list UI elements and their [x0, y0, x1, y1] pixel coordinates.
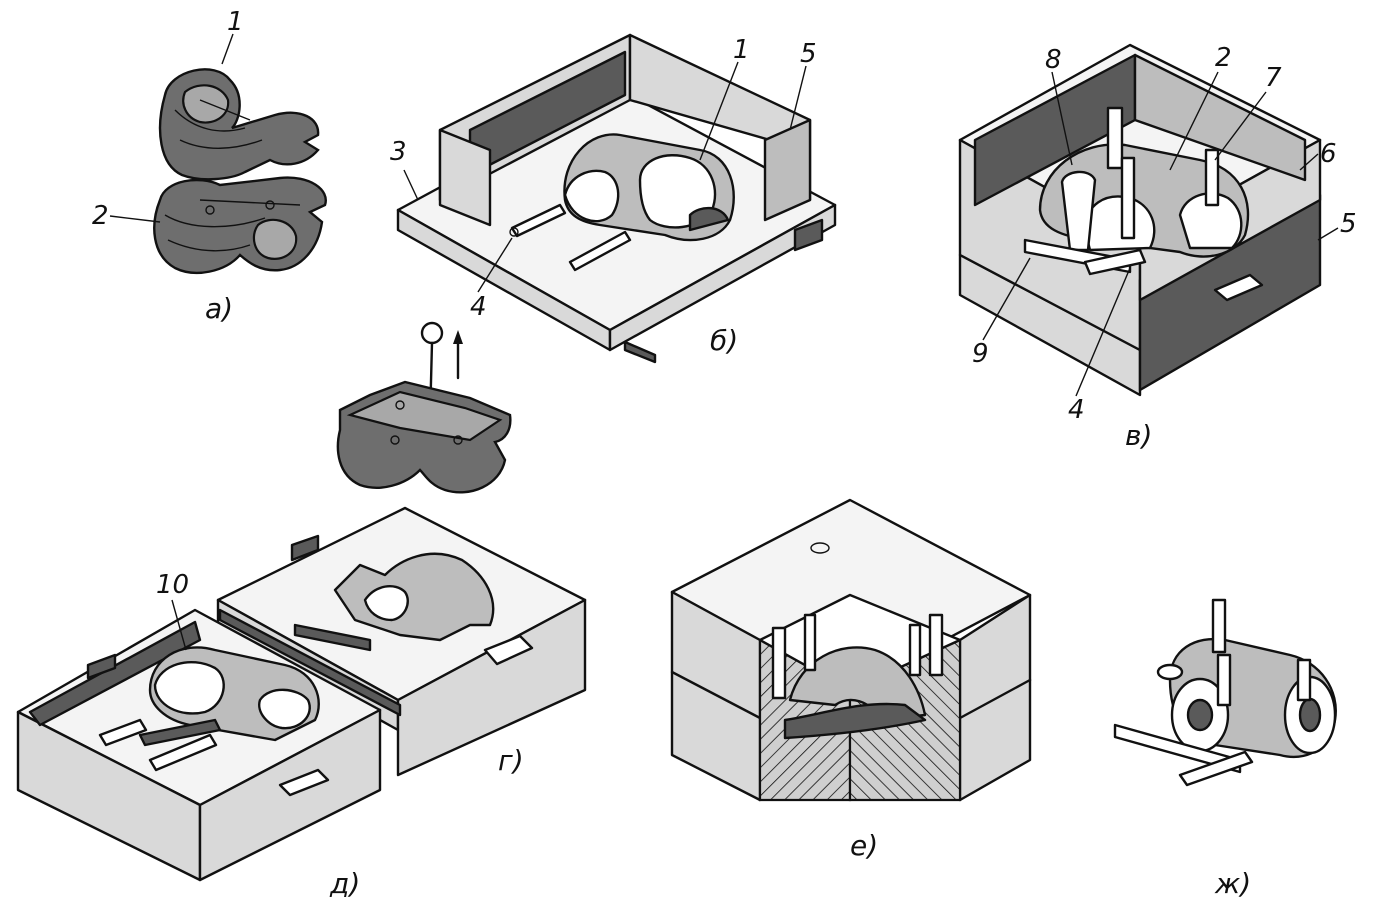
panel-v-label-6: 6	[1320, 139, 1337, 169]
panel-v-label-2: 2	[1215, 43, 1232, 73]
panel-zh-finished-casting	[1113, 598, 1337, 787]
panel-d-drag-half	[16, 608, 382, 882]
panel-e-caption: е)	[850, 829, 878, 862]
panel-v-label-5: 5	[1340, 209, 1357, 239]
panel-d-caption: д)	[329, 867, 360, 900]
lifted-pattern-with-draw-spike	[336, 321, 512, 494]
panel-b-molding-board	[396, 33, 837, 364]
panel-a-split-pattern	[153, 68, 327, 275]
panel-a-label-2: 2	[92, 201, 109, 231]
panel-b-label-3: 3	[390, 137, 407, 167]
panel-v-label-4: 4	[1068, 395, 1085, 425]
panel-v-assembled-flask	[958, 43, 1322, 397]
panel-v-label-8: 8	[1045, 45, 1062, 75]
panel-v-label-9: 9	[972, 339, 989, 369]
panel-b-caption: б)	[710, 324, 738, 357]
panel-g-caption: г)	[498, 744, 524, 777]
panel-a-label-1: 1	[227, 7, 244, 37]
panel-zh-caption: ж)	[1214, 867, 1251, 900]
panel-e-mold-section	[670, 498, 1032, 802]
panel-v-label-7: 7	[1265, 63, 1282, 93]
panel-d-label-10: 10	[156, 570, 189, 600]
panel-b-label-4: 4	[470, 292, 487, 322]
panel-b-label-5: 5	[800, 39, 817, 69]
panel-v-caption: в)	[1125, 419, 1152, 452]
panel-a-caption: а)	[205, 292, 233, 325]
panel-b-label-1: 1	[733, 35, 750, 65]
